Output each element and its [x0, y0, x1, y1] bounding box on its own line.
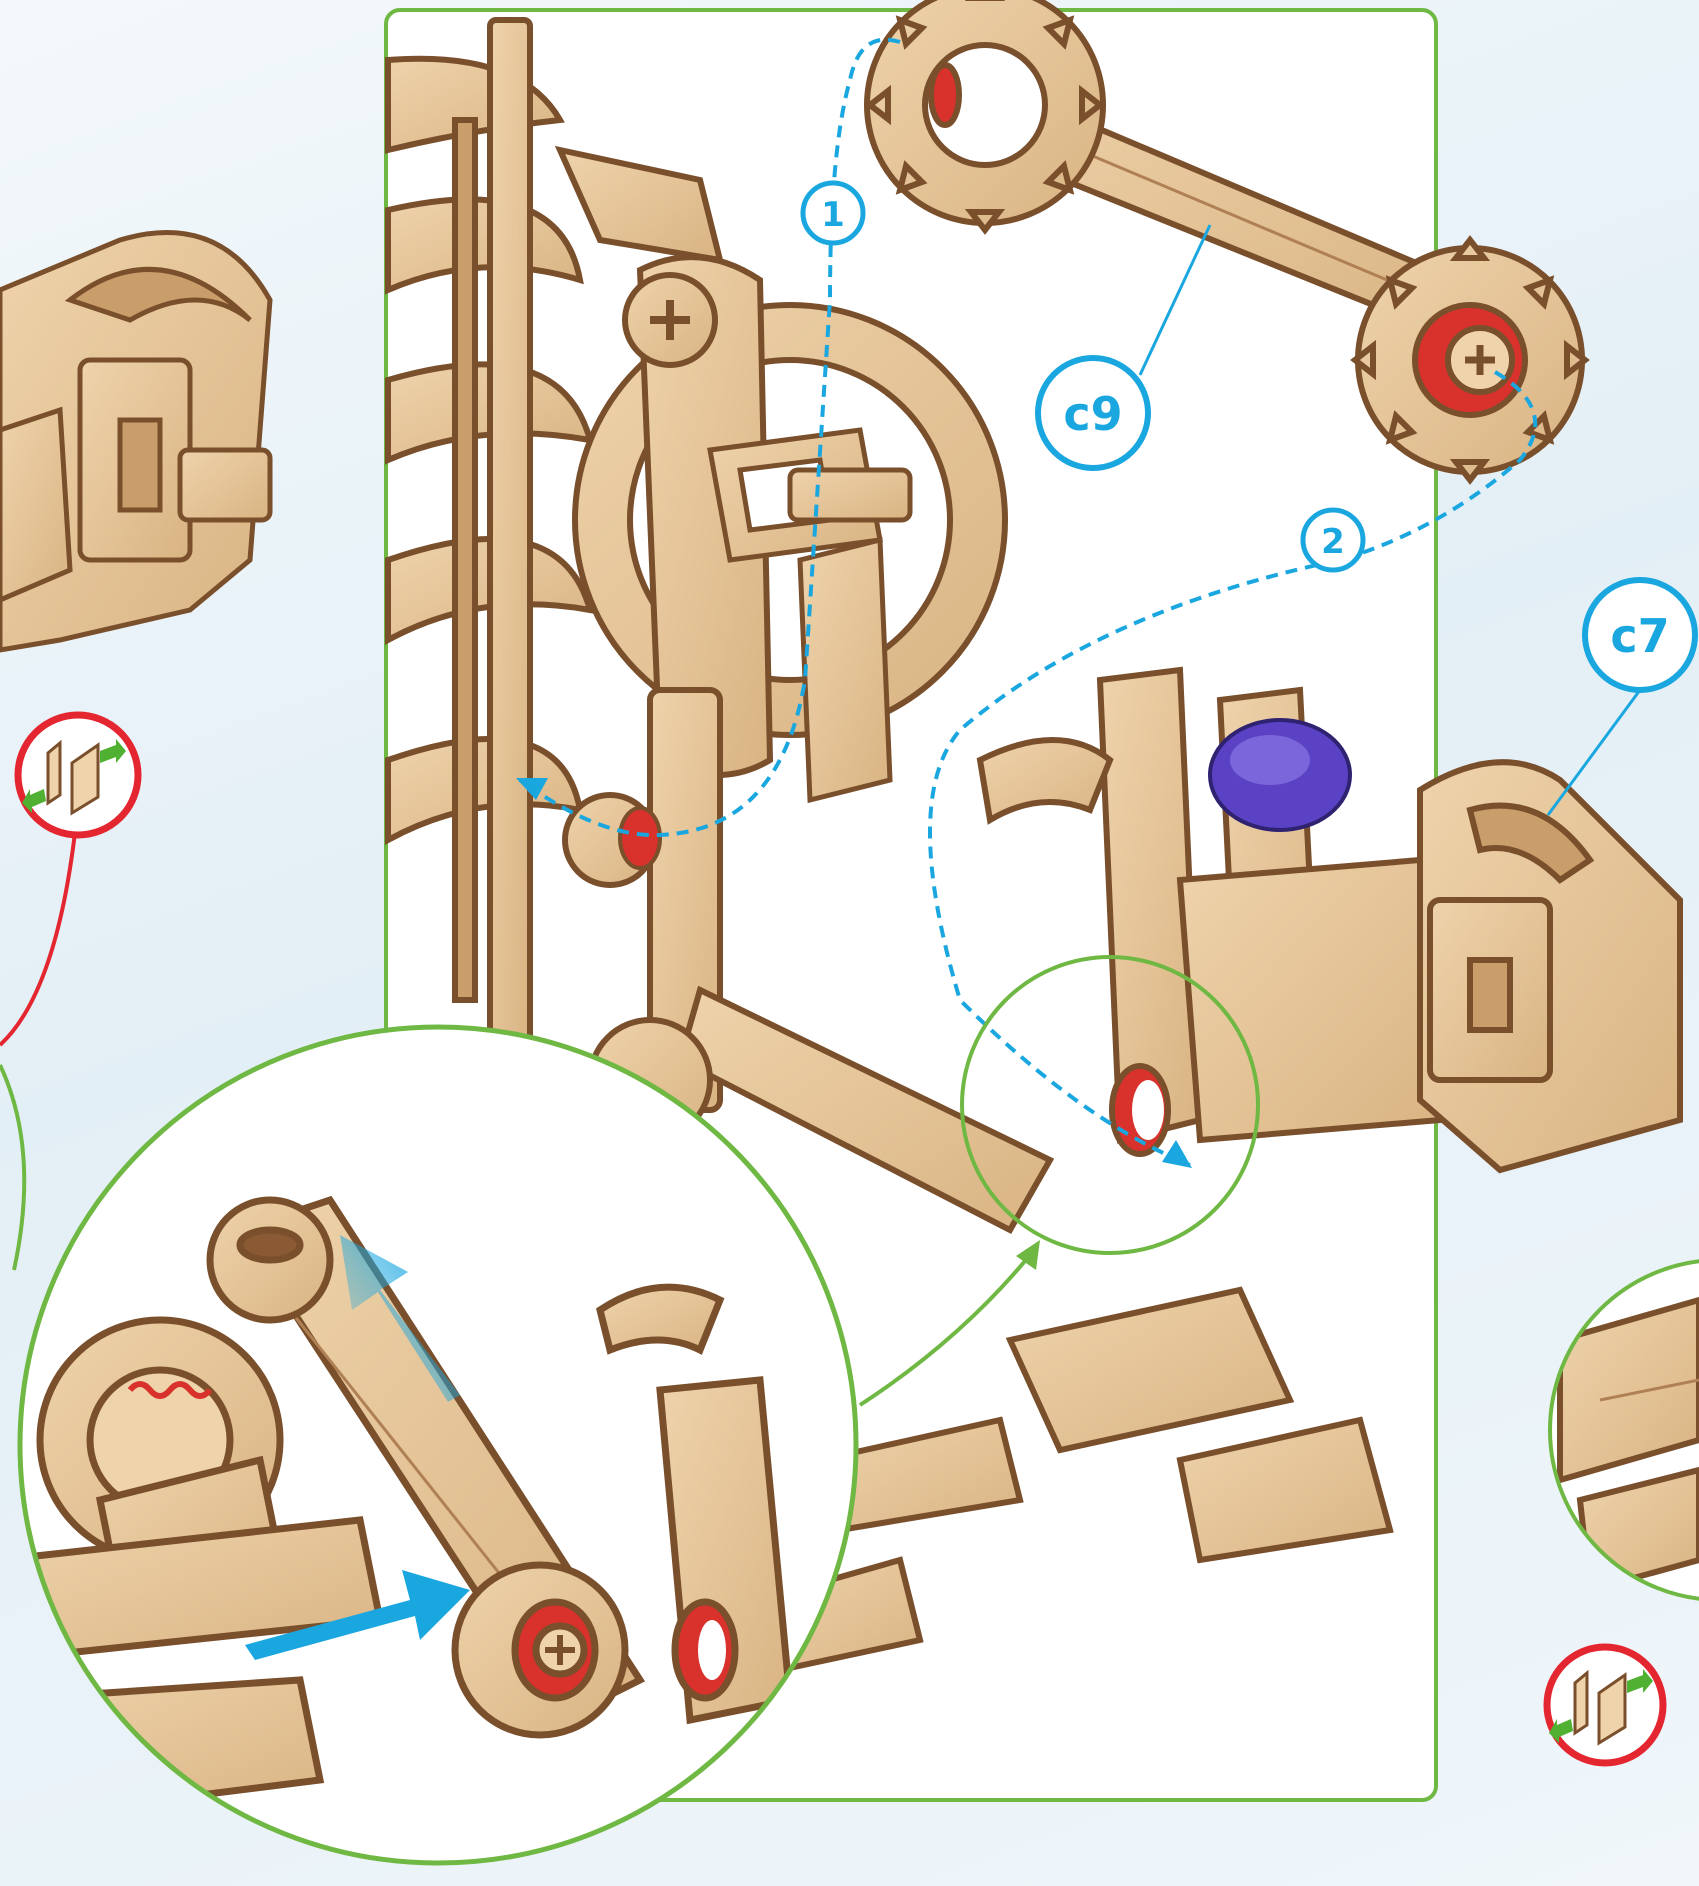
step-label-1: 1 — [821, 195, 845, 235]
step-marker-1: 1 — [803, 183, 863, 243]
part-label-c9: c9 — [1038, 358, 1148, 468]
left-connector-line — [0, 805, 78, 1045]
left-green-arc — [0, 1065, 24, 1270]
right-adjacent-step — [1547, 1260, 1699, 1763]
step-marker-2: 2 — [1303, 510, 1363, 570]
part-label-c7: c7 — [1585, 580, 1695, 690]
warning-badge-icon — [1547, 1647, 1663, 1763]
purple-handle — [1210, 720, 1350, 830]
c7-leader — [1548, 690, 1640, 815]
left-mechanism — [0, 233, 270, 651]
part-label-c7-text: c7 — [1610, 609, 1669, 663]
zoom-detail-icon — [0, 1027, 856, 1863]
right-assembly — [1420, 762, 1680, 1170]
step-label-2: 2 — [1321, 522, 1345, 562]
part-label-c9-text: c9 — [1063, 387, 1122, 441]
warning-badge-icon — [18, 715, 138, 835]
